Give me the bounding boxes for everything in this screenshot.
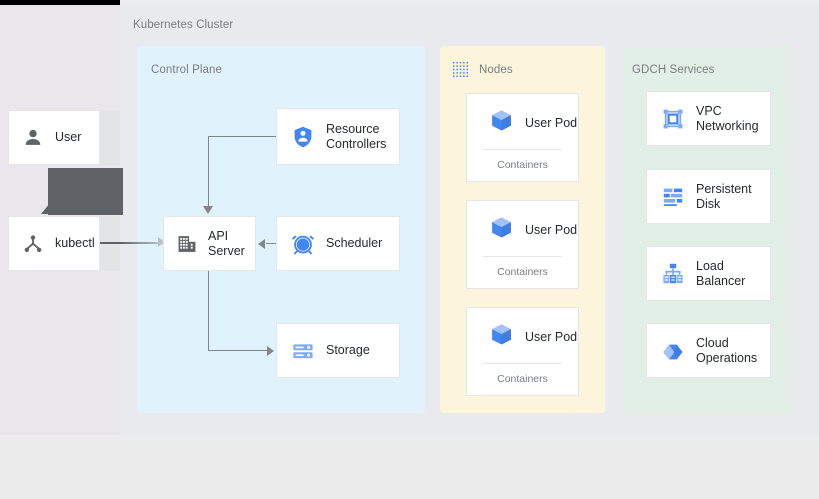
card-persistent-disk-label: Persistent Disk	[696, 181, 752, 211]
persistent-disk-icon	[661, 185, 685, 209]
shield-person-icon	[291, 125, 315, 149]
pod-label: User Pod	[525, 330, 578, 344]
load-balancer-icon	[661, 262, 685, 286]
pod-header: User Pod	[467, 308, 578, 363]
card-storage[interactable]: Storage	[276, 323, 400, 378]
card-cloud-operations-label: Cloud Operations	[696, 335, 758, 365]
card-persistent-disk[interactable]: Persistent Disk	[646, 169, 771, 224]
pod-card[interactable]: User Pod Containers	[466, 93, 579, 182]
dotted-grid-icon	[452, 61, 469, 78]
connector-resource-controllers-horizontal	[208, 136, 278, 138]
card-scheduler-label: Scheduler	[326, 236, 383, 250]
connector-kubectl-to-api-server	[100, 242, 160, 244]
card-load-balancer-label: Load Balancer	[696, 258, 746, 288]
pod-sublabel: Containers	[497, 373, 548, 385]
card-cloud-operations[interactable]: Cloud Operations	[646, 323, 771, 378]
database-icon	[291, 339, 315, 363]
card-storage-label: Storage	[326, 343, 370, 357]
card-vpc-networking-label: VPC Networking	[696, 103, 759, 133]
cluster-title: Kubernetes Cluster	[133, 19, 234, 31]
pod-divider	[483, 363, 562, 364]
connector-storage-vertical	[208, 271, 210, 351]
card-resource-controllers-label: Resource Controllers	[326, 121, 387, 151]
card-shadow-user	[100, 110, 120, 165]
card-scheduler[interactable]: Scheduler	[276, 216, 400, 271]
connector-scheduler-to-api-server	[266, 243, 278, 245]
pod-sublabel: Containers	[497, 266, 548, 278]
card-api-server[interactable]: API Server	[163, 216, 256, 271]
vpc-network-icon	[661, 107, 685, 131]
building-icon	[176, 233, 198, 255]
pod-label: User Pod	[525, 116, 578, 130]
person-icon	[22, 127, 44, 149]
tooltip-box	[48, 168, 123, 215]
card-load-balancer[interactable]: Load Balancer	[646, 246, 771, 301]
top-black-strip	[0, 0, 120, 5]
alarm-clock-icon	[291, 232, 315, 256]
panel-title-nodes: Nodes	[479, 64, 513, 76]
card-user[interactable]: User	[8, 110, 100, 165]
connector-resource-controllers-vertical	[208, 136, 210, 207]
card-vpc-networking[interactable]: VPC Networking	[646, 91, 771, 146]
cube-icon	[489, 108, 514, 138]
cube-icon	[489, 322, 514, 352]
pod-card[interactable]: User Pod Containers	[466, 200, 579, 289]
cloud-operations-icon	[661, 339, 685, 363]
tooltip-tail-icon	[41, 203, 50, 214]
arrow-left-icon	[258, 238, 265, 249]
arrow-right-storage-icon	[267, 345, 274, 356]
card-kubectl-label: kubectl	[55, 236, 95, 250]
card-kubectl[interactable]: kubectl	[8, 216, 100, 271]
card-resource-controllers[interactable]: Resource Controllers	[276, 108, 400, 165]
connector-storage-horizontal	[208, 350, 268, 352]
pod-divider	[483, 149, 562, 150]
pod-divider	[483, 256, 562, 257]
card-api-server-label: API Server	[208, 228, 245, 258]
cube-icon	[489, 215, 514, 245]
pod-header: User Pod	[467, 201, 578, 256]
pod-header: User Pod	[467, 94, 578, 149]
pod-label: User Pod	[525, 223, 578, 237]
panel-title-gdch: GDCH Services	[632, 64, 715, 76]
card-user-label: User	[55, 130, 82, 144]
panel-title-control-plane: Control Plane	[151, 64, 222, 76]
arrow-down-icon	[203, 206, 213, 214]
pod-card[interactable]: User Pod Containers	[466, 307, 579, 396]
pod-sublabel: Containers	[497, 159, 548, 171]
kubectl-node-icon	[22, 233, 44, 255]
arrow-right-icon	[158, 237, 165, 247]
